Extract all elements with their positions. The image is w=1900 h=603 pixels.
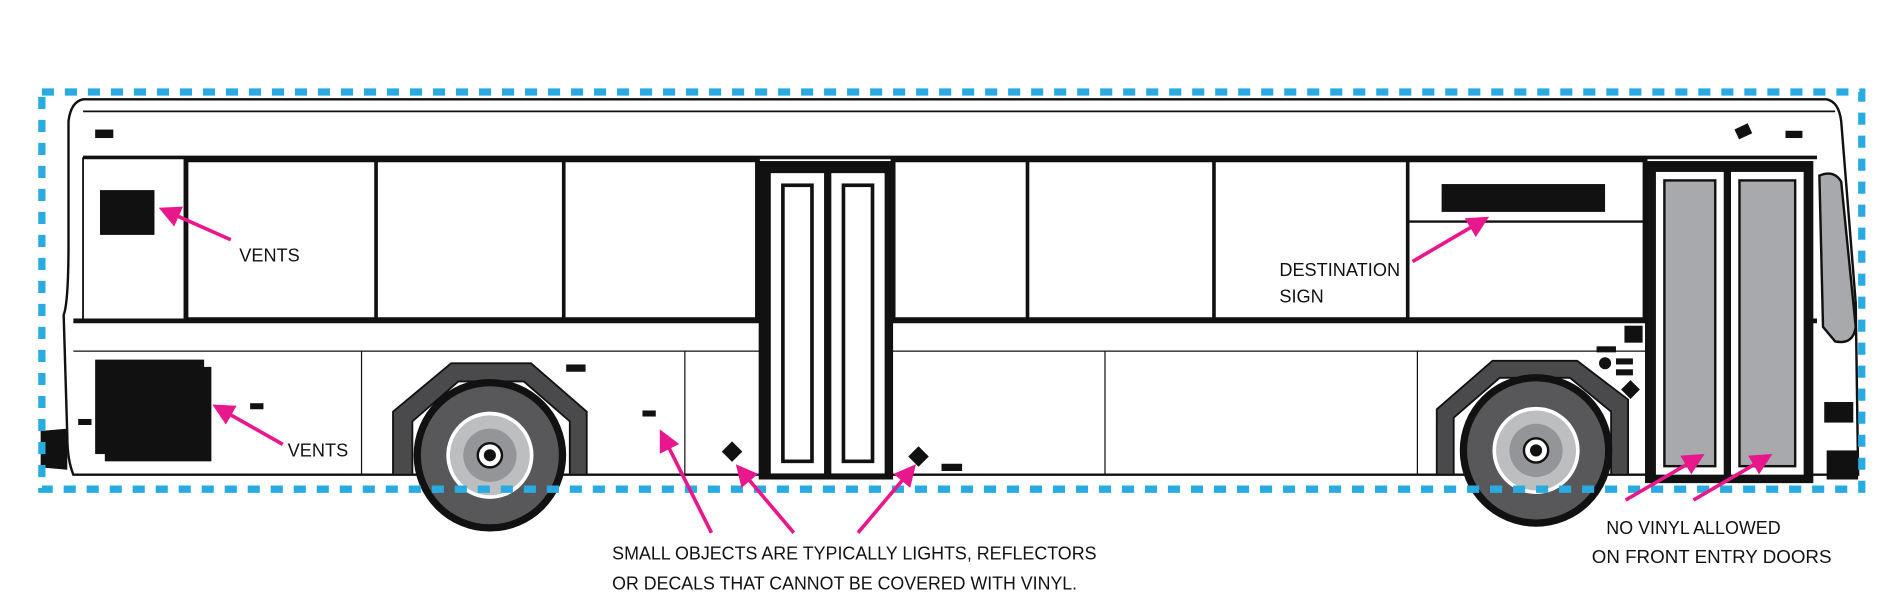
small-objects-label-line2: OR DECALS THAT CANNOT BE COVERED WITH VI… (612, 574, 1077, 594)
destination-label-line2: SIGN (1279, 287, 1323, 307)
front-entry-door (1645, 161, 1814, 484)
vents-lower-label: VENTS (288, 440, 349, 460)
vinyl-boundary (38, 88, 1866, 493)
lower-vent (95, 359, 212, 462)
no-vinyl-label-line2: ON FRONT ENTRY DOORS (1592, 547, 1832, 567)
small-objects-label-line1: SMALL OBJECTS ARE TYPICALLY LIGHTS, REFL… (612, 543, 1096, 563)
rear-door (758, 161, 894, 480)
windshield (1818, 172, 1857, 344)
upper-vent (99, 190, 155, 235)
no-vinyl-label-line1: NO VINYL ALLOWED (1606, 518, 1780, 538)
destination-sign (1441, 184, 1606, 212)
rear-wheel (392, 362, 588, 532)
callout-arrows (158, 206, 1773, 534)
front-wheel (1435, 359, 1629, 527)
vents-upper-label: VENTS (239, 246, 300, 266)
destination-label-line1: DESTINATION (1279, 260, 1400, 280)
small-objects (40, 123, 1859, 480)
